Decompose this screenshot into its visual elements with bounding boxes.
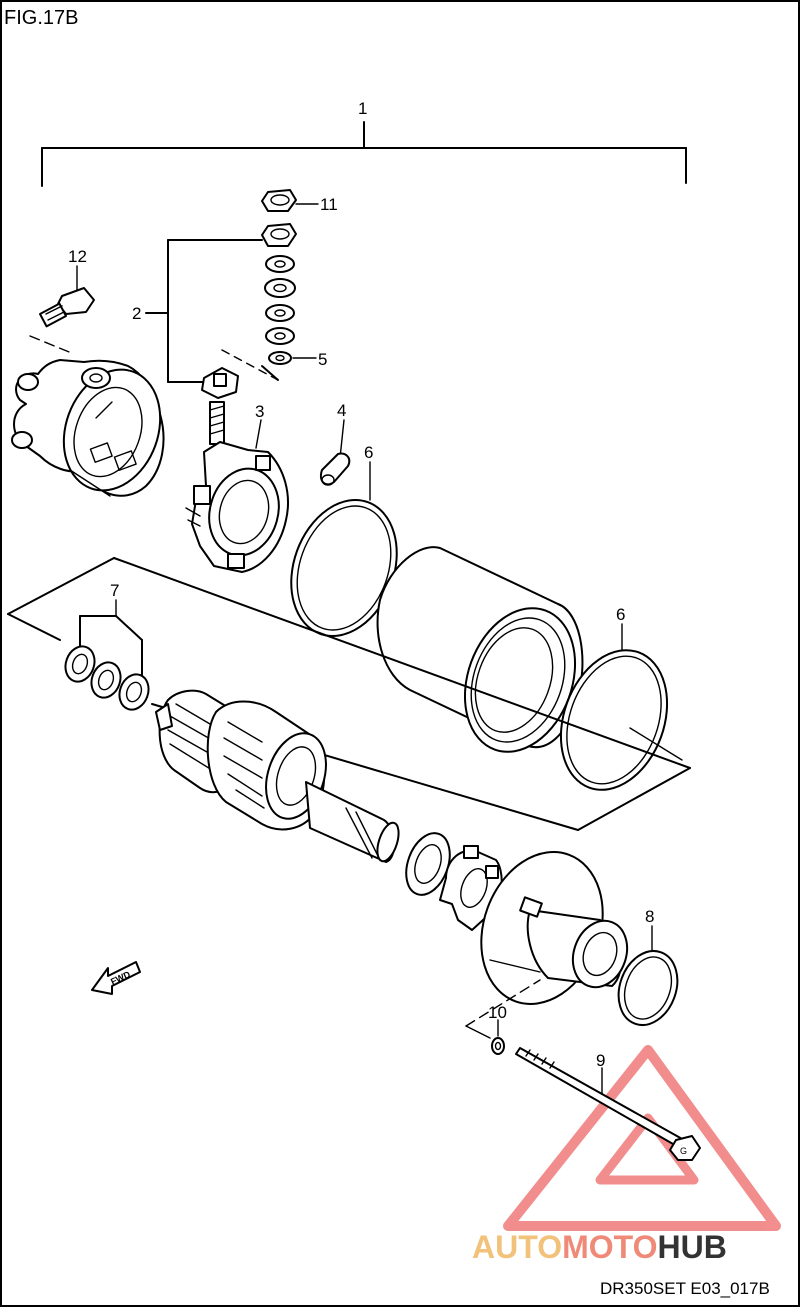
watermark-text: AUTOMOTOHUB — [472, 1229, 727, 1265]
figure-title: FIG.17B — [4, 7, 78, 29]
front-housing — [480, 851, 629, 1005]
part-4-oring — [320, 419, 351, 486]
watermark-logo — [503, 1045, 781, 1231]
callout-3: 3 — [255, 402, 264, 421]
bracket-2 — [145, 239, 263, 383]
callout-2: 2 — [132, 304, 141, 323]
callout-11: 11 — [320, 195, 338, 214]
callout-5: 5 — [318, 350, 327, 369]
callout-9: 9 — [596, 1051, 605, 1070]
callout-6-lower: 6 — [616, 605, 625, 624]
callout-7: 7 — [110, 581, 119, 600]
end-housing — [11, 335, 165, 497]
part-3-brush-holder — [185, 401, 289, 573]
assembly-bracket — [41, 121, 687, 187]
part-8-oring — [617, 925, 679, 1026]
part-11-nut — [261, 189, 297, 212]
callout-12: 12 — [68, 247, 87, 266]
armature — [155, 689, 400, 863]
watermark-text-hub: HUB — [657, 1229, 726, 1265]
part-10-oring — [465, 979, 541, 1055]
part-2-terminal-kit — [261, 223, 297, 365]
callout-4: 4 — [337, 401, 346, 420]
leader-3 — [255, 419, 262, 449]
callout-6-upper: 6 — [364, 443, 373, 462]
part-9-through-bolt: G — [515, 1047, 701, 1161]
figure-code: DR350SET E03_017B — [600, 1279, 770, 1298]
part-6-oring-lower — [559, 623, 669, 791]
callout-1: 1 — [358, 99, 367, 118]
bolt-head-mark: G — [680, 1146, 687, 1156]
thrust-washer — [405, 832, 451, 896]
callout-8: 8 — [645, 907, 654, 926]
fwd-arrow-icon: FWD — [91, 961, 141, 995]
terminal-block — [201, 349, 279, 399]
watermark-text-moto: MOTO — [562, 1229, 657, 1265]
part-12-bolt — [39, 265, 95, 328]
callout-10: 10 — [488, 1003, 507, 1022]
part-7-shims — [64, 599, 150, 711]
watermark-text-auto: AUTO — [472, 1229, 562, 1265]
